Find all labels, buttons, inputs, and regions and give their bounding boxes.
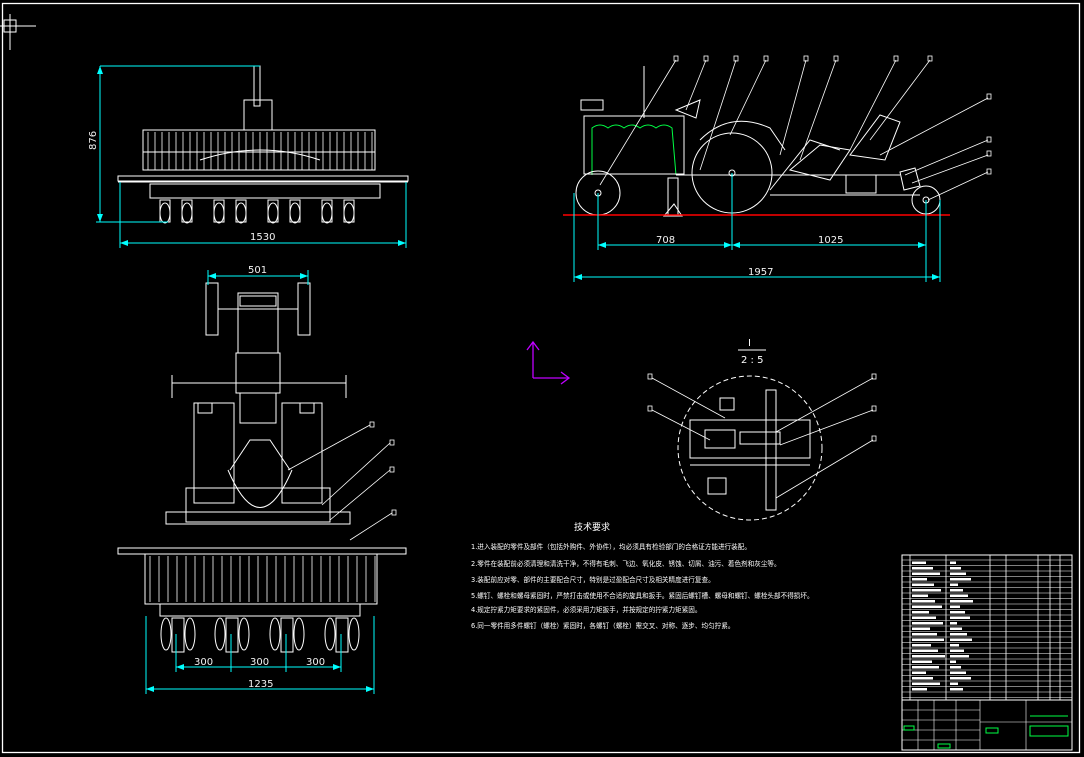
parts-entry-text-mark: [912, 627, 930, 630]
top-dim-spacing-3: 300: [306, 657, 325, 668]
detail-label-scale: 2 : 5: [741, 355, 763, 366]
parts-entry-text-mark: [912, 572, 940, 575]
top-dim-spacing-2: 300: [250, 657, 269, 668]
tech-requirement-6: 6.同一零件用多件螺钉（螺栓）紧固时，各螺钉（螺栓）需交叉、对称、逐步、均匀拧紧…: [471, 621, 734, 630]
parts-entry-text-mark: [950, 655, 969, 658]
parts-entry-text-mark: [950, 638, 972, 641]
parts-entry-text-mark: [912, 649, 938, 652]
parts-entry-text-mark: [950, 594, 968, 597]
top-dim-width-top: 501: [248, 265, 267, 276]
parts-entry-text-mark: [912, 644, 931, 647]
parts-entry-text-mark: [950, 622, 957, 625]
parts-entry-text-mark: [912, 611, 929, 614]
parts-entry-text-mark: [912, 671, 926, 674]
tech-requirements-title: 技术要求: [574, 521, 610, 533]
tech-requirement-2: 2.零件在装配前必须清理和清洗干净，不得有毛刺、飞边、氧化皮、锈蚀、切屑、油污、…: [471, 559, 781, 568]
side-view: 708 1025 1957: [563, 55, 992, 282]
parts-entry-text-mark: [950, 589, 963, 592]
parts-entry-text-mark: [912, 660, 932, 663]
front-width-dimension: 1530: [250, 232, 275, 243]
tech-requirement-1: 1.进入装配的零件及部件（包括外购件、外协件），均必须具有检验部门的合格证方能进…: [471, 542, 751, 551]
parts-entry-text-mark: [912, 633, 937, 636]
ucs-icon: [526, 340, 571, 385]
parts-entry-text-mark: [950, 682, 958, 685]
parts-entry-text-mark: [912, 638, 944, 641]
parts-entry-text-mark: [950, 611, 965, 614]
parts-entry-text-mark: [950, 677, 971, 680]
tech-requirements: 技术要求 1.进入装配的零件及部件（包括外购件、外协件），均必须具有检验部门的合…: [471, 521, 814, 630]
parts-list: [901, 554, 1073, 701]
parts-entry-text-mark: [912, 578, 927, 581]
parts-entry-text-mark: [950, 649, 964, 652]
front-height-dimension: 876: [88, 131, 99, 150]
parts-entry-text-mark: [912, 682, 940, 685]
parts-entry-text-mark: [912, 600, 935, 603]
crosshair-cursor-icon: [0, 14, 36, 50]
parts-entry-text-mark: [912, 666, 939, 669]
parts-entry-text-mark: [912, 616, 936, 619]
parts-entry-text-mark: [912, 688, 927, 691]
parts-entry-text-mark: [912, 622, 943, 625]
parts-entry-text-mark: [950, 671, 966, 674]
parts-entry-text-mark: [912, 567, 933, 570]
title-block: [901, 699, 1073, 751]
parts-entry-text-mark: [912, 605, 942, 608]
side-dim-left: 708: [656, 235, 675, 246]
parts-entry-text-mark: [950, 578, 971, 581]
side-dim-right: 1025: [818, 235, 843, 246]
side-dim-total: 1957: [748, 267, 773, 278]
parts-entry-text-mark: [950, 561, 956, 564]
tech-requirement-4: 5.螺钉、螺栓和螺母紧固时，严禁打击或使用不合适的旋具和扳手。紧固后螺钉槽、螺母…: [471, 591, 814, 600]
top-dim-width-bottom: 1235: [248, 679, 273, 690]
tech-requirement-5: 4.规定拧紧力矩要求的紧固件，必须采用力矩扳手，并按规定的拧紧力矩紧固。: [471, 605, 701, 614]
parts-entry-text-mark: [912, 677, 933, 680]
parts-entry-text-mark: [950, 666, 961, 669]
parts-entry-text-mark: [912, 594, 928, 597]
parts-entry-text-mark: [912, 589, 941, 592]
tech-requirement-3: 3.装配前应对零、部件的主要配合尺寸，特别是过盈配合尺寸及相关精度进行复查。: [471, 575, 715, 584]
parts-entry-text-mark: [950, 616, 970, 619]
parts-entry-text-mark: [950, 583, 958, 586]
parts-entry-text-mark: [950, 660, 956, 663]
parts-entry-text-mark: [950, 633, 967, 636]
top-dim-spacing-1: 300: [194, 657, 213, 668]
detail-view: I 2 : 5: [647, 338, 877, 521]
front-view: 876 1530: [88, 65, 409, 248]
parts-entry-text-mark: [912, 655, 945, 658]
parts-entry-text-mark: [950, 600, 973, 603]
top-view: 501 300 300 300 1235: [117, 265, 407, 694]
parts-entry-text-mark: [912, 561, 926, 564]
parts-entry-text-mark: [912, 583, 934, 586]
parts-entry-text-mark: [950, 627, 962, 630]
parts-entry-text-mark: [950, 567, 961, 570]
parts-entry-text-mark: [950, 572, 966, 575]
detail-label-number: I: [748, 338, 751, 349]
parts-entry-text-mark: [950, 688, 963, 691]
parts-entry-text-mark: [950, 644, 959, 647]
parts-entry-text-mark: [950, 605, 960, 608]
